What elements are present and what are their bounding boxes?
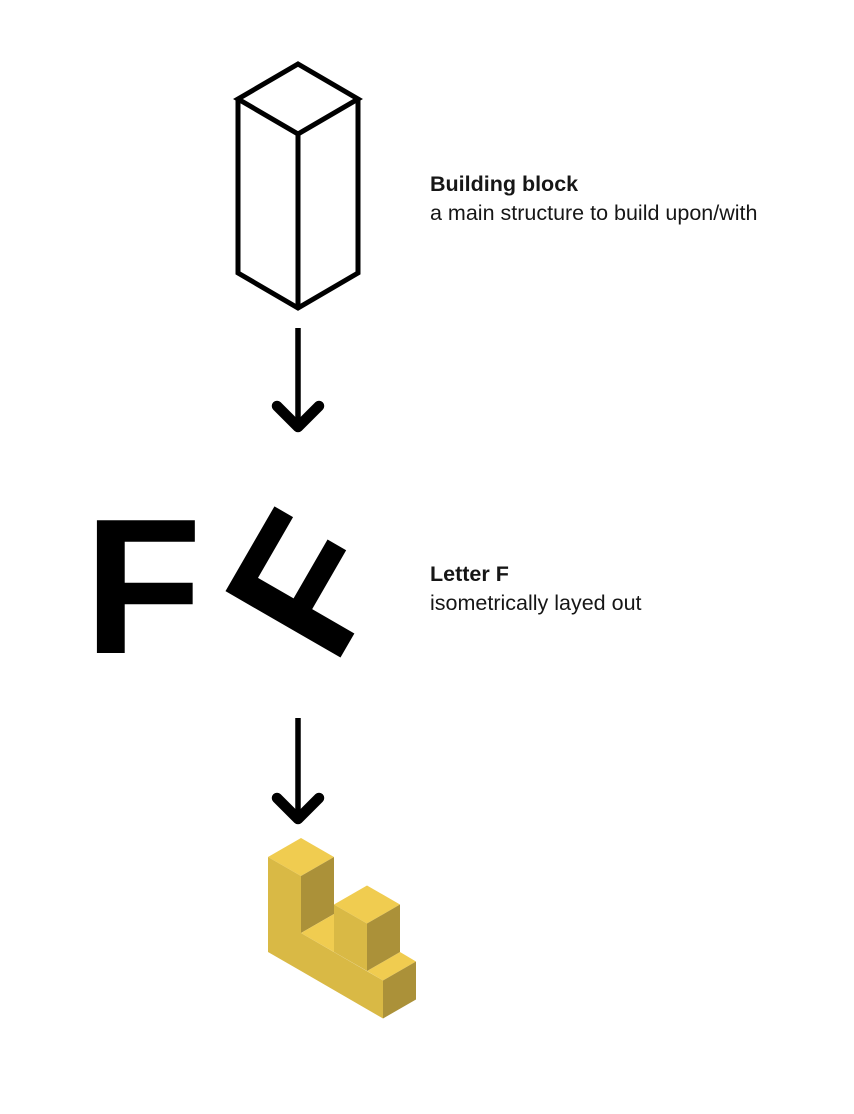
wireframe-top-face [233, 61, 363, 137]
arrow-head [271, 792, 325, 825]
letter-f-3d-structure [268, 838, 416, 1019]
building-block-title: Building block [430, 172, 579, 196]
building-block-subtitle: a main structure to build upon/with [430, 201, 758, 225]
base-bar-end-face [383, 961, 416, 1019]
base-bar-top-face-far [367, 952, 416, 981]
letter-f-upright: F [84, 478, 202, 694]
mid-block-right-face [367, 904, 400, 971]
mid-block-left-face [334, 904, 367, 971]
building-block-caption: Building block a main structure to build… [430, 170, 757, 228]
tall-block-left-face [268, 857, 301, 971]
base-bar-left-face [301, 933, 383, 1019]
tall-block-right-face [301, 857, 334, 933]
down-arrow-1-icon [271, 328, 325, 433]
letter-f-caption: Letter F isometrically layed out [430, 560, 642, 618]
letter-f-subtitle: isometrically layed out [430, 591, 642, 615]
arrow-head [271, 400, 325, 433]
letter-f-title: Letter F [430, 562, 509, 586]
building-block-wireframe-icon [233, 61, 363, 311]
down-arrow-2-icon [271, 718, 325, 825]
